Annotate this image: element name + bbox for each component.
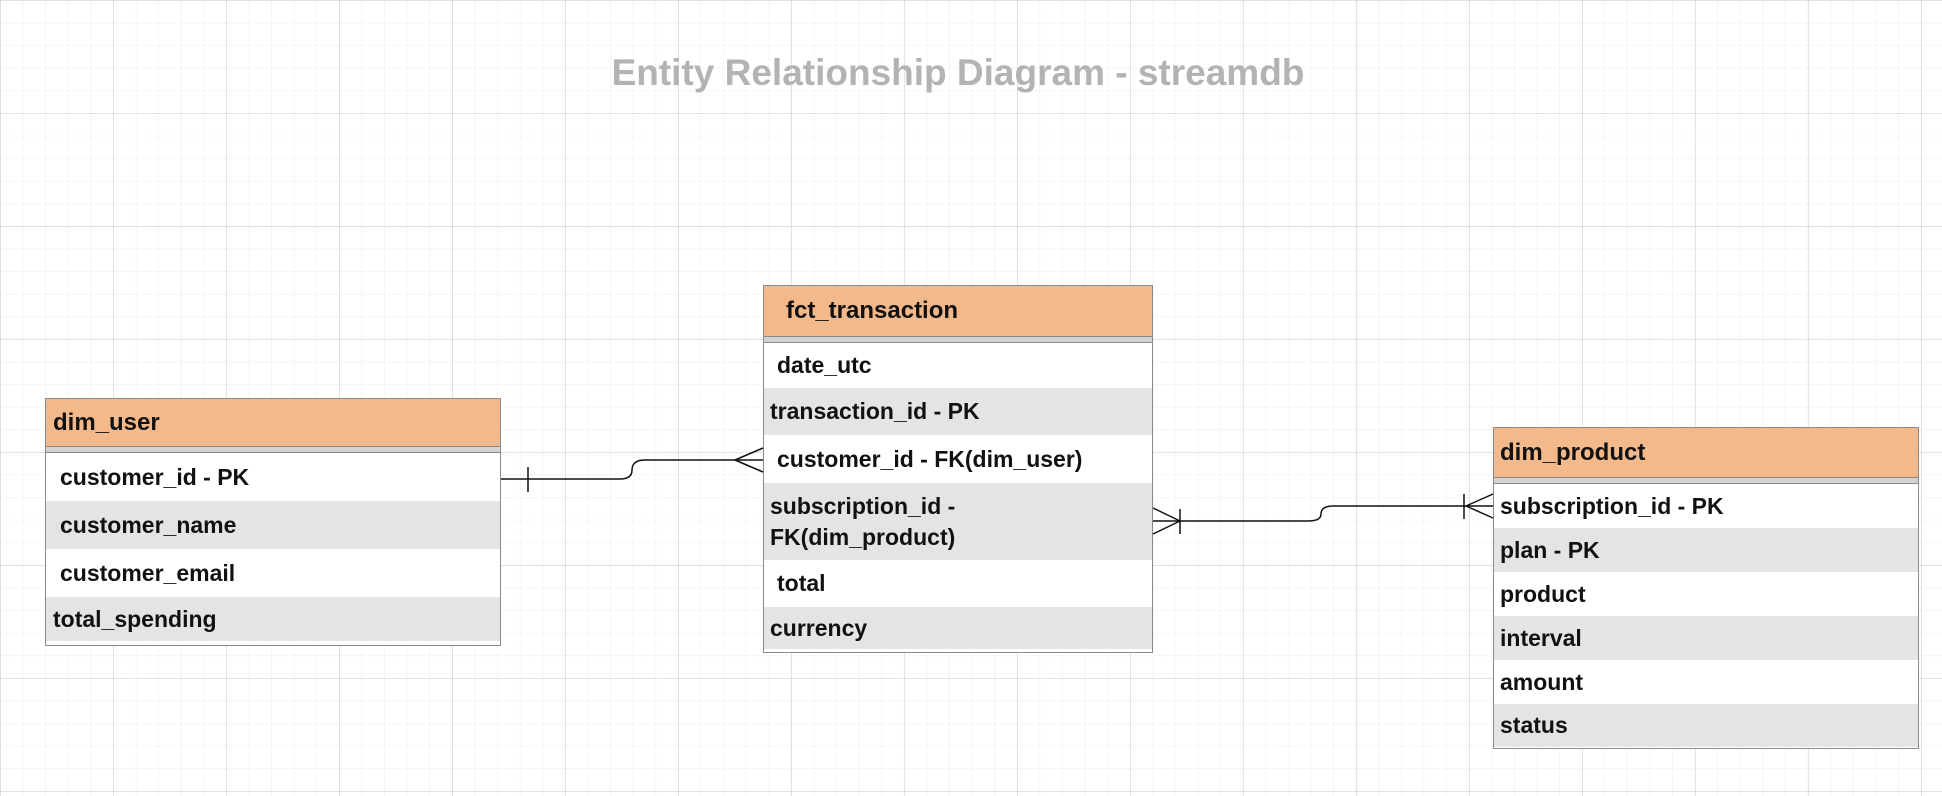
- field-row[interactable]: subscription_id - FK(dim_product): [764, 483, 1152, 560]
- header-separator: [764, 337, 1152, 343]
- header-separator: [46, 447, 500, 453]
- field-row[interactable]: status: [1494, 704, 1918, 747]
- field-row[interactable]: interval: [1494, 616, 1918, 660]
- header-separator: [1494, 478, 1918, 484]
- relationship-line-transaction-product[interactable]: [1153, 505, 1493, 522]
- field-row[interactable]: product: [1500, 580, 1586, 607]
- field-row[interactable]: date_utc: [777, 352, 872, 378]
- field-row[interactable]: subscription_id - PK: [1500, 492, 1724, 519]
- crowfoot-one-or-many-marker-left: [1152, 507, 1181, 535]
- field-row[interactable]: total_spending: [46, 597, 500, 641]
- field-row[interactable]: plan - PK: [1494, 528, 1918, 572]
- crowfoot-many-marker: [734, 447, 764, 473]
- field-row[interactable]: customer_id - FK(dim_user): [777, 445, 1083, 472]
- entity-header-dim-user[interactable]: dim_user: [46, 399, 500, 447]
- field-row[interactable]: currency: [764, 607, 1152, 649]
- crowfoot-one-or-many-marker-right: [1463, 493, 1494, 519]
- field-row[interactable]: customer_id - PK: [60, 463, 250, 490]
- entity-header-dim-product[interactable]: dim_product: [1494, 428, 1918, 478]
- field-row[interactable]: customer_email: [60, 559, 236, 586]
- diagram-title: Entity Relationship Diagram - streamdb: [611, 52, 1305, 93]
- field-row[interactable]: transaction_id - PK: [764, 388, 1152, 435]
- entity-header-fct-transaction[interactable]: fct_transaction: [764, 286, 1152, 337]
- field-row[interactable]: total: [777, 570, 826, 596]
- entity-fct-transaction[interactable]: fct_transaction date_utc transaction_id …: [763, 285, 1153, 653]
- relationship-line-user-transaction[interactable]: [501, 459, 763, 480]
- field-row[interactable]: customer_name: [46, 501, 500, 549]
- entity-dim-product[interactable]: dim_product subscription_id - PK plan - …: [1493, 427, 1919, 749]
- entity-dim-user[interactable]: dim_user customer_id - PK customer_name …: [45, 398, 501, 646]
- field-row[interactable]: amount: [1500, 668, 1584, 695]
